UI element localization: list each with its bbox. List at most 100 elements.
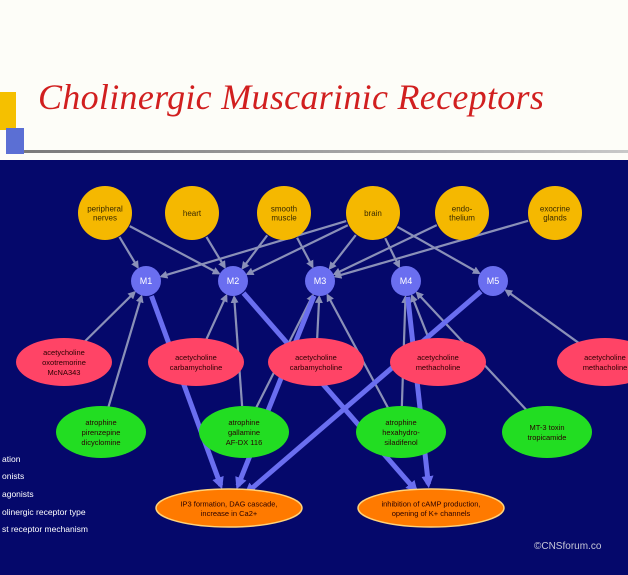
- legend-entry: ation: [2, 454, 21, 464]
- connection-arrow: [241, 234, 269, 270]
- mechanism-label-line: inhibition of cAMP production,: [381, 499, 480, 508]
- receptor-label-line: M1: [140, 276, 153, 286]
- tissue-label: brain: [364, 209, 382, 218]
- agonist-label-line: McNA343: [48, 368, 81, 377]
- antagonist-label-line: hexahydro-: [382, 428, 420, 437]
- agonist-ellipse: [16, 338, 112, 386]
- antagonist-label-line: pirenzepine: [82, 428, 121, 437]
- receptor-circle: [305, 266, 335, 296]
- tissue-label-line: brain: [364, 209, 382, 218]
- accent-bar-yellow: [0, 92, 16, 130]
- tissue-circle: [528, 186, 582, 240]
- legend-entry: onists: [2, 471, 24, 481]
- antagonist-label-line: gallamine: [228, 428, 260, 437]
- credit-text: ©CNSforum.co: [534, 541, 602, 552]
- mechanism-label: inhibition of cAMP production,opening of…: [381, 499, 480, 518]
- receptor-node: M3: [305, 266, 335, 296]
- mechanism-ellipse: [357, 488, 505, 528]
- receptor-circle: [131, 266, 161, 296]
- connection-arrow: [118, 236, 139, 270]
- antagonist-label-line: tropicamide: [528, 433, 567, 442]
- tissue-label-line: nerves: [93, 214, 117, 223]
- agonist-label-line: methacholine: [416, 363, 461, 372]
- antagonist-label-line: dicyclomine: [81, 438, 120, 447]
- connection-arrow: [314, 294, 323, 339]
- tissue-circle: [165, 186, 219, 240]
- connection-arrow: [504, 289, 587, 349]
- agonist-ellipse: [557, 338, 628, 386]
- connection-arrow: [107, 294, 144, 408]
- receptor-circle: [478, 266, 508, 296]
- tissue-node: endo-thelium: [435, 186, 489, 240]
- agonist-label-line: carbamycholine: [170, 363, 223, 372]
- mechanism-arrow: [244, 289, 483, 495]
- accent-bar-blue: [6, 128, 24, 154]
- antagonist-ellipse: [199, 406, 289, 458]
- tissue-label-line: peripheral: [87, 205, 123, 214]
- receptor-label-line: M2: [227, 276, 240, 286]
- header-rule: [24, 150, 628, 153]
- receptor-node: M4: [391, 266, 421, 296]
- antagonist-ellipse: [56, 406, 146, 458]
- tissue-label-line: exocrine: [540, 205, 571, 214]
- connector-arrows: [80, 219, 587, 495]
- receptor-node: M1: [131, 266, 161, 296]
- tissue-label-line: smooth: [271, 205, 297, 214]
- receptor-label: M2: [227, 276, 240, 286]
- connection-arrow: [245, 224, 349, 275]
- antagonist-label-line: MT-3 toxin: [529, 423, 564, 432]
- agonist-label-line: carbamycholine: [290, 363, 343, 372]
- antagonist-ellipse: [356, 406, 446, 458]
- receptor-label: M1: [140, 276, 153, 286]
- receptor-label: M5: [487, 276, 500, 286]
- connection-arrow: [80, 290, 137, 346]
- receptor-circle: [218, 266, 248, 296]
- agonist-label-line: acetycholine: [43, 348, 85, 357]
- tissue-circle: [346, 186, 400, 240]
- agonist-ellipse: [390, 338, 486, 386]
- mechanism-label-line: opening of K+ channels: [392, 509, 471, 518]
- mechanism-label-line: IP3 formation, DAG cascade,: [180, 499, 277, 508]
- agonist-ellipse: [148, 338, 244, 386]
- mechanism-node: inhibition of cAMP production,opening of…: [357, 488, 505, 528]
- connection-arrow: [332, 224, 438, 276]
- connection-arrow: [129, 225, 221, 275]
- tissue-label: endo-thelium: [449, 205, 475, 223]
- antagonist-ellipse: [502, 406, 592, 458]
- receptor-node: M2: [218, 266, 248, 296]
- tissue-label-line: endo-: [452, 205, 473, 214]
- agonist-label-line: acetycholine: [175, 353, 217, 362]
- antagonist-label-line: atrophine: [385, 418, 416, 427]
- mechanism-arrow: [149, 295, 224, 490]
- connection-arrow: [396, 225, 481, 275]
- antagonist-label-line: siladifenol: [384, 438, 418, 447]
- receptor-label: M3: [314, 276, 327, 286]
- mechanism-node: IP3 formation, DAG cascade,increase in C…: [155, 488, 303, 528]
- receptor-label-line: M3: [314, 276, 327, 286]
- connection-arrow: [410, 294, 431, 341]
- receptor-node: M5: [478, 266, 508, 296]
- agonist-label-line: oxotremorine: [42, 358, 86, 367]
- receptor-label-line: M4: [400, 276, 413, 286]
- tissue-label-line: glands: [543, 214, 567, 223]
- agonist-label-line: acetycholine: [295, 353, 337, 362]
